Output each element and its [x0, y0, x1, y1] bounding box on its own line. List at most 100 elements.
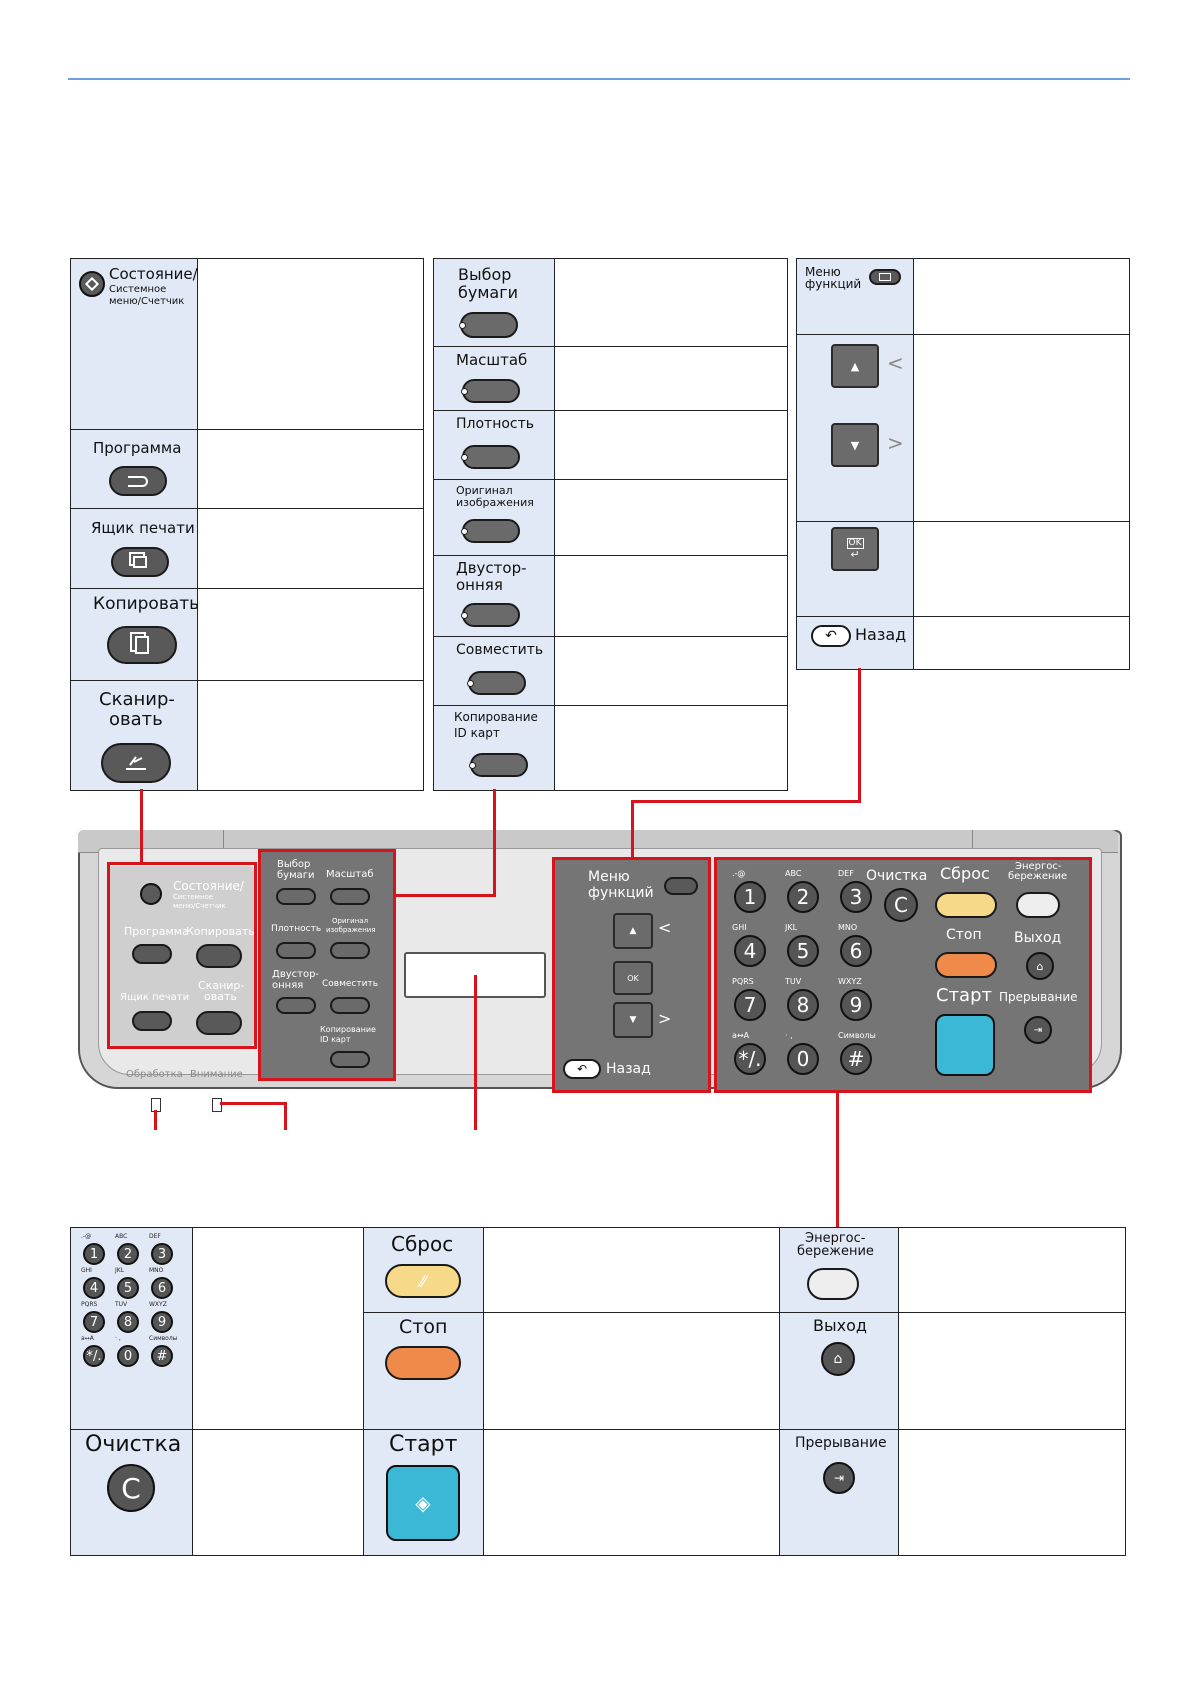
panel-start-button[interactable] — [935, 1014, 995, 1076]
panel-letter-7: TUV — [785, 977, 802, 986]
callout-line-menu-h — [631, 800, 861, 803]
table-key-1[interactable]: 2 — [117, 1243, 139, 1265]
table-stop-button[interactable] — [385, 1346, 461, 1380]
up-arrow-button[interactable]: ▲ — [831, 344, 879, 388]
panel-paper-button[interactable] — [276, 888, 316, 905]
scan-button[interactable] — [101, 743, 171, 783]
panel-key-2[interactable]: 3 — [840, 881, 872, 913]
panel-key-7[interactable]: 8 — [787, 989, 819, 1021]
panel-stop-button[interactable] — [935, 952, 997, 978]
panel-energy-label-2: бережение — [1008, 871, 1068, 882]
table-key-4[interactable]: 5 — [117, 1277, 139, 1299]
panel-clear-button[interactable]: C — [884, 888, 918, 922]
panel-zoom-button[interactable] — [330, 888, 370, 905]
panel-status-label: Состояние/ — [173, 879, 244, 893]
table-reset-button[interactable]: ⁄⁄ — [385, 1264, 461, 1298]
enter-icon: ↵ — [850, 548, 860, 562]
paper-select-button[interactable] — [459, 312, 518, 338]
paper-label-1: Выбор — [458, 265, 512, 284]
table-key-10[interactable]: 0 — [117, 1345, 139, 1367]
original-image-button[interactable] — [461, 519, 520, 543]
panel-combine-button[interactable] — [330, 997, 370, 1014]
panel-menu-button[interactable] — [664, 877, 698, 895]
panel-key-5[interactable]: 6 — [840, 935, 872, 967]
panel-exit-button[interactable]: ⌂ — [1026, 952, 1054, 980]
program-button[interactable] — [109, 466, 167, 496]
status-label: Состояние/ — [109, 265, 198, 283]
table-letter-2: DEF — [149, 1233, 161, 1240]
table-letter-5: MNO — [149, 1267, 164, 1274]
panel-key-3[interactable]: 4 — [734, 935, 766, 967]
panel-status-sub-2: меню/Счетчик — [173, 902, 226, 910]
panel-key-9[interactable]: */. — [734, 1043, 766, 1075]
table-key-3[interactable]: 4 — [83, 1277, 105, 1299]
duplex-button[interactable] — [461, 603, 520, 627]
status-table: Состояние/ Системное меню/Счетчик Програ… — [70, 258, 424, 791]
table-key-9[interactable]: */. — [83, 1345, 105, 1367]
panel-job-box-button[interactable] — [132, 1011, 172, 1031]
panel-key-0[interactable]: 1 — [734, 881, 766, 913]
panel-duplex-label-1: Двустор- — [272, 969, 320, 980]
table-start-button[interactable]: ◈ — [386, 1465, 460, 1541]
panel-key-4[interactable]: 5 — [787, 935, 819, 967]
panel-key-11[interactable]: # — [840, 1043, 872, 1075]
panel-seam-right — [972, 830, 973, 852]
table-interrupt-button[interactable]: ⇥ — [823, 1462, 855, 1494]
panel-back-button[interactable]: ↶ — [563, 1059, 601, 1079]
panel-key-6[interactable]: 7 — [734, 989, 766, 1021]
density-button[interactable] — [461, 445, 520, 469]
panel-copy-button[interactable] — [196, 944, 242, 968]
copy-button[interactable] — [107, 626, 177, 664]
zoom-button[interactable] — [461, 379, 520, 403]
menu-label-2: функций — [805, 277, 862, 291]
scan-label-1: Сканир- — [99, 689, 175, 710]
table-key-6[interactable]: 7 — [83, 1311, 105, 1333]
panel-down-button[interactable]: ▼ — [613, 1002, 653, 1038]
down-arrow-button[interactable]: ▼ — [831, 423, 879, 467]
table-key-8[interactable]: 9 — [151, 1311, 173, 1333]
callout-line-attention-h — [220, 1102, 286, 1105]
idcard-label-2: ID карт — [454, 726, 500, 740]
table-exit-button[interactable]: ⌂ — [821, 1342, 855, 1376]
panel-original-label-1: Оригинал — [332, 917, 369, 925]
panel-copy-label: Копировать — [186, 925, 255, 938]
panel-up-button[interactable]: ▲ — [613, 913, 653, 949]
table-energy-button[interactable] — [807, 1268, 859, 1300]
panel-original-button[interactable] — [330, 942, 370, 959]
original-label-1: Оригинал — [456, 484, 513, 497]
panel-key-1[interactable]: 2 — [787, 881, 819, 913]
table-key-5[interactable]: 6 — [151, 1277, 173, 1299]
table-clear-button[interactable]: C — [107, 1464, 155, 1512]
panel-energy-button[interactable] — [1016, 892, 1060, 918]
table-key-0[interactable]: 1 — [83, 1243, 105, 1265]
combine-label: Совместить — [456, 642, 544, 658]
table-letter-6: PQRS — [81, 1301, 98, 1308]
callout-line-menu-v2 — [631, 800, 634, 857]
callout-line-copy-h — [396, 894, 496, 897]
down-arrow-label: > — [887, 431, 904, 455]
panel-duplex-button[interactable] — [276, 997, 316, 1014]
panel-density-button[interactable] — [276, 942, 316, 959]
panel-ok-button[interactable]: OK — [613, 961, 653, 995]
panel-lt-label: < — [658, 918, 672, 937]
table-key-7[interactable]: 8 — [117, 1311, 139, 1333]
panel-interrupt-button[interactable]: ⇥ — [1024, 1016, 1052, 1044]
panel-key-10[interactable]: 0 — [787, 1043, 819, 1075]
function-menu-button[interactable] — [869, 269, 901, 285]
back-button[interactable]: ↶ — [811, 625, 851, 647]
panel-start-label: Старт — [936, 985, 992, 1006]
panel-reset-button[interactable] — [935, 892, 997, 918]
combine-button[interactable] — [467, 671, 526, 695]
paper-label-2: бумаги — [458, 283, 519, 302]
table-key-2[interactable]: 3 — [151, 1243, 173, 1265]
panel-idcard-button[interactable] — [330, 1051, 370, 1068]
job-box-icon — [133, 556, 147, 568]
table-key-11[interactable]: # — [151, 1345, 173, 1367]
idcard-button[interactable] — [469, 753, 528, 777]
attention-indicator — [212, 1098, 222, 1112]
panel-program-button[interactable] — [132, 944, 172, 964]
job-box-button[interactable] — [111, 547, 169, 577]
panel-key-8[interactable]: 9 — [840, 989, 872, 1021]
ok-button[interactable]: OK ↵ — [831, 527, 879, 571]
panel-scan-button[interactable] — [196, 1011, 242, 1035]
